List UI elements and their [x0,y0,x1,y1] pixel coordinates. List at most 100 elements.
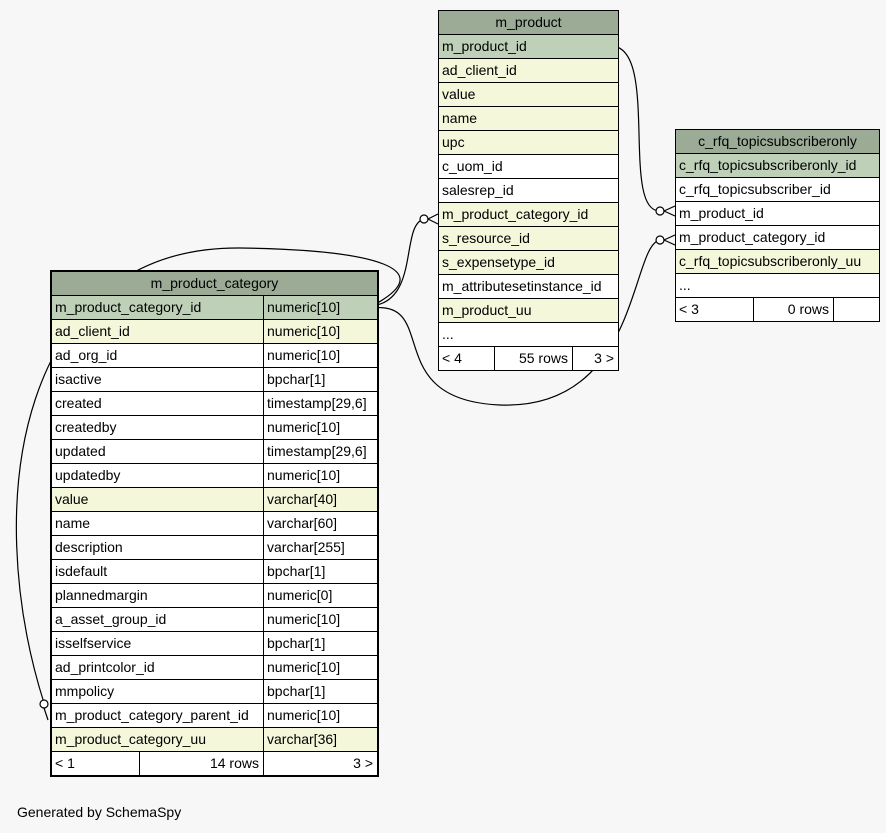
column-name: ad_client_id [438,58,619,83]
column-row[interactable]: ... [675,273,880,298]
column-type: numeric[10] [263,463,379,488]
column-name: ad_client_id [50,319,264,344]
column-type: numeric[0] [263,583,379,608]
column-row[interactable]: m_product_uu [438,298,619,323]
column-row[interactable]: c_rfq_topicsubscriberonly_id [675,153,880,178]
column-name: m_product_category_id [438,202,619,227]
column-name: m_product_category_parent_id [50,703,264,728]
column-row[interactable]: m_product_category_id [438,202,619,227]
column-name: c_rfq_topicsubscriber_id [675,177,880,202]
column-name: updated [50,439,264,464]
column-type: numeric[10] [263,295,379,320]
children-link: 3 > [572,346,619,371]
column-name: isdefault [50,559,264,584]
column-type: numeric[10] [263,703,379,728]
column-name: ... [438,322,619,347]
column-row[interactable]: m_product_id [675,201,880,226]
column-type: varchar[60] [263,511,379,536]
column-row[interactable]: salesrep_id [438,178,619,203]
column-row[interactable]: m_product_category_id [675,225,880,250]
column-type: timestamp[29,6] [263,391,379,416]
column-name: name [50,511,264,536]
column-type: bpchar[1] [263,679,379,704]
children-link: 3 > [263,751,379,777]
column-name: description [50,535,264,560]
parents-link: < 4 [438,346,495,371]
column-row[interactable]: c_rfq_topicsubscriberonly_uu [675,249,880,274]
column-row[interactable]: ... [438,322,619,347]
generated-by-note: Generated by SchemaSpy [17,804,182,820]
row-count: 55 rows [494,346,573,371]
column-type: bpchar[1] [263,367,379,392]
column-name: m_product_category_id [675,225,880,250]
row-count: 14 rows [139,751,264,777]
column-name: a_asset_group_id [50,607,264,632]
column-type: numeric[10] [263,343,379,368]
column-name: value [438,82,619,107]
column-row[interactable]: c_rfq_topicsubscriber_id [675,177,880,202]
column-row[interactable]: ad_client_id [438,58,619,83]
column-name: ... [675,273,880,298]
column-row[interactable]: s_resource_id [438,226,619,251]
column-name: m_product_category_uu [50,727,264,752]
row-count: 0 rows [753,297,834,322]
column-name: m_product_id [438,34,619,59]
column-type: bpchar[1] [263,631,379,656]
column-name: ad_org_id [50,343,264,368]
column-name: ad_printcolor_id [50,655,264,680]
column-type: bpchar[1] [263,559,379,584]
column-name: c_rfq_topicsubscriberonly_uu [675,249,880,274]
table-title: m_product [438,10,619,35]
column-name: value [50,487,264,512]
column-type: numeric[10] [263,319,379,344]
column-row[interactable]: name [438,106,619,131]
column-row[interactable]: upc [438,130,619,155]
column-type: numeric[10] [263,655,379,680]
table-title: m_product_category [50,270,379,296]
column-row[interactable]: value [438,82,619,107]
column-name: upc [438,130,619,155]
parents-link: < 3 [675,297,754,322]
column-name: m_product_id [675,201,880,226]
column-row[interactable]: s_expensetype_id [438,250,619,275]
column-row[interactable]: m_product_id [438,34,619,59]
column-name: m_attributesetinstance_id [438,274,619,299]
column-name: name [438,106,619,131]
column-name: created [50,391,264,416]
column-name: s_expensetype_id [438,250,619,275]
column-name: m_product_category_id [50,295,264,320]
column-type: timestamp[29,6] [263,439,379,464]
column-name: updatedby [50,463,264,488]
column-name: isactive [50,367,264,392]
column-type: varchar[255] [263,535,379,560]
column-row[interactable]: m_attributesetinstance_id [438,274,619,299]
column-type: numeric[10] [263,415,379,440]
column-name: createdby [50,415,264,440]
column-type: varchar[40] [263,487,379,512]
column-row[interactable]: c_uom_id [438,154,619,179]
